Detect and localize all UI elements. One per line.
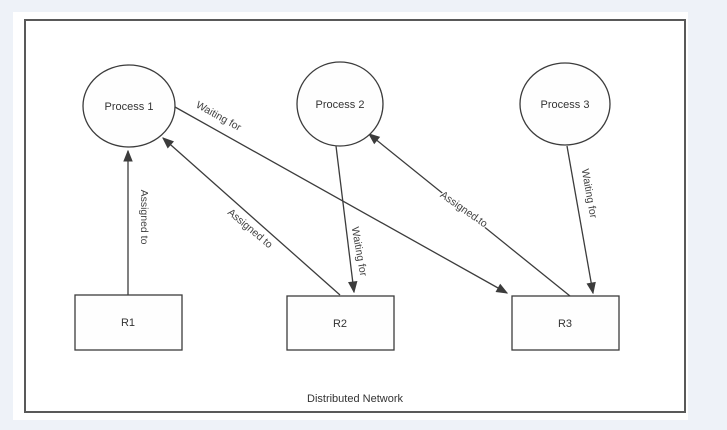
edge-assigned-r3-to-p2 — [369, 134, 571, 297]
resource-r1-node — [74, 294, 183, 351]
diagram-caption: Distributed Network — [307, 393, 403, 405]
resource-r3-label: R3 — [558, 318, 572, 330]
edge-waiting-p2-to-r2 — [335, 145, 354, 292]
process-1-node — [82, 64, 176, 148]
resource-r3-node — [511, 295, 620, 351]
process-3-node — [519, 62, 611, 146]
deadlock-diagram: Assigned to Assigned to Waiting for Wait… — [24, 19, 686, 413]
process-2-node — [296, 61, 384, 147]
diagram-canvas: Assigned to Assigned to Waiting for Wait… — [13, 12, 688, 420]
process-3-label: Process 3 — [541, 99, 590, 111]
resource-r2-label: R2 — [333, 318, 347, 330]
resource-r1-label: R1 — [121, 317, 135, 329]
edge-assigned-r2-to-p1 — [163, 138, 341, 296]
edge-label-assigned-r1-p1: Assigned to — [138, 190, 150, 245]
resource-r2-node — [286, 295, 395, 351]
process-1-label: Process 1 — [105, 101, 154, 113]
process-2-label: Process 2 — [316, 99, 365, 111]
edge-waiting-p1-to-r3 — [174, 106, 507, 293]
edge-waiting-p3-to-r3 — [566, 145, 593, 293]
